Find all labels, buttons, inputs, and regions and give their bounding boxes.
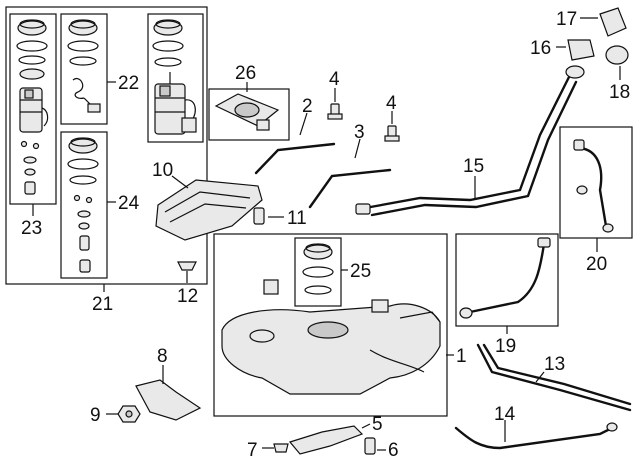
pump-module-frame	[147, 13, 204, 143]
callout-9: 9	[90, 405, 101, 426]
strap-bolts	[327, 88, 400, 142]
filler-pipe-15	[355, 65, 585, 217]
fuel-cap-parts	[556, 7, 629, 80]
bolt-6	[364, 437, 386, 455]
callout-20: 20	[586, 254, 607, 275]
callout-14: 14	[494, 404, 516, 425]
group-1-frame	[213, 233, 448, 417]
callout-23: 23	[21, 218, 42, 239]
callout-11: 11	[287, 208, 307, 229]
fuel-pump-module	[152, 19, 197, 135]
group-23-pump-body	[19, 87, 49, 195]
sender-cover-26-group	[208, 82, 290, 141]
heat-shield-10	[155, 175, 263, 241]
callout-6: 6	[388, 440, 399, 461]
cap-seal-18	[605, 45, 629, 65]
cover-plug	[256, 119, 270, 131]
shield-5	[288, 423, 371, 455]
callout-4-lower: 4	[386, 93, 397, 114]
callout-8: 8	[157, 346, 168, 367]
callout-15: 15	[463, 156, 484, 177]
callout-18: 18	[609, 82, 630, 103]
vent-hose-19	[455, 233, 559, 334]
callout-17: 17	[556, 9, 577, 30]
callout-19: 19	[495, 336, 516, 357]
callout-1: 1	[456, 346, 467, 367]
group-22-frame	[60, 13, 108, 125]
group-leaders	[32, 81, 116, 292]
callout-numbers: 1 2 3 4 4 5 6 7 8 9 10 11 12 13 14 15 16…	[21, 9, 630, 461]
callout-7: 7	[247, 440, 258, 461]
callout-25: 25	[350, 261, 371, 282]
bracket-8	[135, 365, 202, 421]
callout-12: 12	[177, 286, 198, 307]
group-25-frame	[294, 237, 342, 307]
fuel-cap-17	[599, 7, 627, 37]
callout-3: 3	[354, 122, 365, 143]
callout-2: 2	[302, 96, 313, 117]
group-26-frame	[208, 88, 290, 141]
callout-13: 13	[544, 354, 565, 375]
breather-tube-20	[559, 126, 633, 252]
group-24-seal-rings	[67, 137, 99, 273]
group-24-frame	[60, 131, 108, 279]
callout-16: 16	[530, 38, 551, 59]
callout-24: 24	[118, 193, 140, 214]
clip-7	[262, 443, 289, 453]
nut-9	[106, 405, 141, 423]
sender-seal-25-group	[294, 237, 348, 307]
group-21-frame	[5, 6, 208, 285]
group-23-seal-rings	[16, 19, 48, 80]
pipe-13	[476, 343, 632, 412]
group-20-frame	[559, 126, 633, 239]
clip-12	[177, 261, 197, 283]
tank-bracket-b	[371, 299, 389, 313]
cap-housing-16	[567, 39, 595, 61]
group-22-seal-rings	[67, 19, 101, 113]
pipe-14	[454, 420, 618, 450]
fuel-pump-group-21	[5, 6, 208, 285]
tank-straps	[254, 112, 392, 209]
callout-10: 10	[152, 160, 173, 181]
callout-4-upper: 4	[329, 69, 340, 90]
callout-26: 26	[235, 63, 256, 84]
tank-bracket-a	[263, 279, 279, 295]
callout-21: 21	[92, 294, 113, 315]
bolt-11	[253, 207, 284, 225]
callout-5: 5	[372, 414, 383, 435]
callout-22: 22	[118, 73, 139, 94]
fuel-tank-1	[213, 233, 454, 417]
